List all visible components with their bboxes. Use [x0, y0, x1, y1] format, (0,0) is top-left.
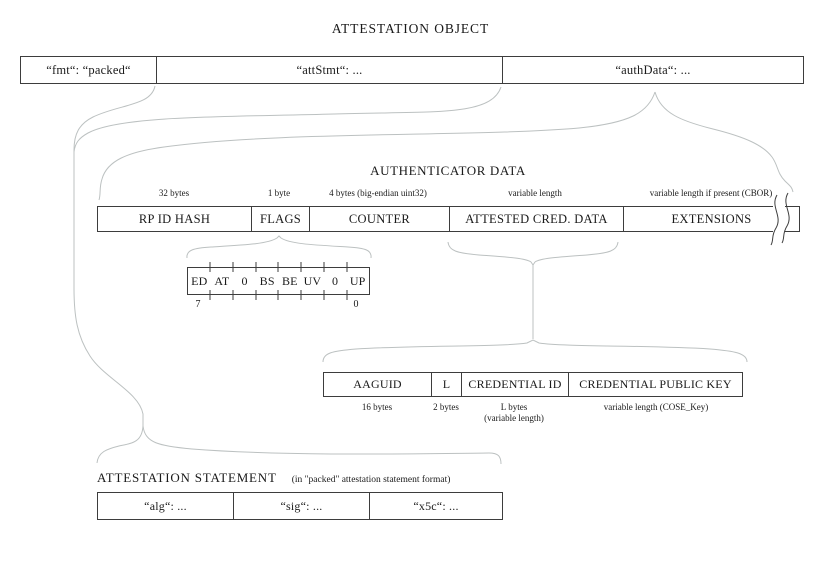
flag-bit-be: BE [281, 273, 298, 288]
fmt-cell: “fmt“: “packed“ [46, 62, 131, 77]
credential-id-cell: CREDENTIAL ID [461, 373, 568, 396]
attstmt-cell: “attStmt“: ... [156, 57, 502, 83]
flag-bit-ed: ED [191, 273, 208, 288]
attestation-statement-heading: ATTESTATION STATEMENT [97, 470, 277, 485]
counter-cell: COUNTER [309, 207, 449, 231]
authenticator-data-row: RP ID HASH FLAGS COUNTER ATTESTED CRED. … [97, 206, 800, 232]
length-cell: L [431, 373, 461, 396]
rp-id-hash-cell: RP ID HASH [138, 211, 211, 226]
credential-public-key-size-label: variable length (COSE_Key) [603, 402, 709, 412]
diagram-title: ATTESTATION OBJECT [331, 21, 490, 36]
aaguid-cell: AAGUID [353, 377, 402, 391]
attested-cred-data-size-label: variable length [508, 188, 562, 198]
authdata-brace [98, 91, 794, 201]
alg-cell: “alg“: ... [144, 498, 187, 513]
flags-cell: FLAGS [251, 207, 309, 231]
authdata-cell: “authData“: ... [502, 57, 803, 83]
attested-cred-data-cell: ATTESTED CRED. DATA [449, 207, 623, 231]
flags-bitfield-row: ED AT 0 BS BE UV 0 UP [187, 267, 370, 295]
length-size-label: 2 bytes [433, 402, 459, 412]
flags-low-bit-index: 0 [353, 299, 359, 310]
extensions-cell: EXTENSIONS [623, 207, 799, 231]
flag-bit-at: AT [214, 273, 230, 288]
credential-id-size-line2: (variable length) [484, 413, 544, 424]
flags-size-label: 1 byte [267, 188, 291, 198]
flags-high-bit-index: 7 [195, 299, 201, 310]
attestation-statement-row: “alg“: ... “sig“: ... “x5c“: ... [97, 492, 503, 520]
attestation-statement-heading-row: ATTESTATION STATEMENT (in "packed" attes… [97, 470, 450, 486]
extensions-size-label: variable length if present (CBOR) [649, 188, 773, 198]
x5c-cell: “x5c“: ... [369, 493, 502, 519]
attestation-object-row: “fmt“: “packed“ “attStmt“: ... “authData… [20, 56, 804, 84]
credential-public-key-cell: CREDENTIAL PUBLIC KEY [568, 373, 742, 396]
attested-cred-data-detail-row: AAGUID L CREDENTIAL ID CREDENTIAL PUBLIC… [323, 372, 743, 397]
rp-id-hash-size-label: 32 bytes [158, 188, 190, 198]
counter-size-label: 4 bytes (big-endian uint32) [329, 188, 427, 198]
credential-id-size-label: L bytes(variable length) [484, 402, 544, 425]
flags-brace [186, 235, 372, 259]
flag-bit-bs: BS [259, 273, 275, 288]
flag-bit-zero6: 0 [241, 273, 248, 288]
flag-bit-up: UP [349, 273, 366, 288]
authenticator-data-heading: AUTHENTICATOR DATA [370, 163, 526, 178]
sig-cell: “sig“: ... [233, 493, 369, 519]
attestation-statement-format-note: (in "packed" attestation statement forma… [291, 475, 451, 485]
attested-cred-data-braces [322, 241, 748, 363]
flag-bit-uv: UV [303, 273, 322, 288]
flag-bit-zero1: 0 [331, 273, 339, 288]
credential-id-size-line1: L bytes [500, 402, 528, 412]
aaguid-size-label: 16 bytes [361, 402, 393, 412]
